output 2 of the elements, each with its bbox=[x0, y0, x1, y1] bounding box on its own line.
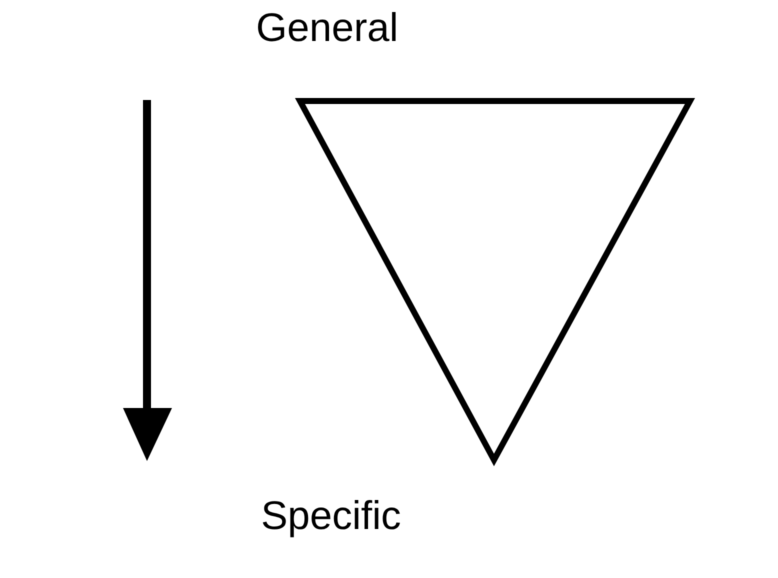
scale-end-label: Specific bbox=[261, 496, 402, 536]
scale-end-label: General bbox=[256, 8, 398, 48]
